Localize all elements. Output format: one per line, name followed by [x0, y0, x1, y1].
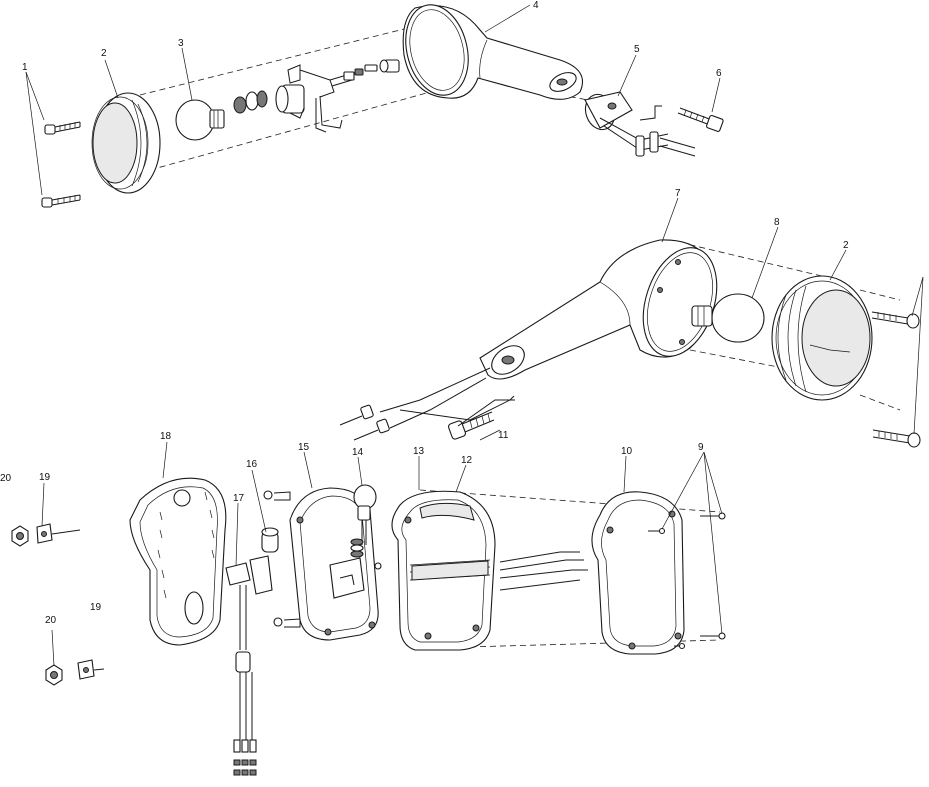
callout-20-upper: 20 [0, 473, 12, 484]
screw-part-9-c [700, 632, 726, 640]
callout-14: 14 [352, 447, 364, 458]
callout-19-upper: 19 [39, 472, 51, 483]
wire-leads-right [339, 367, 515, 441]
callout-12: 12 [461, 455, 473, 466]
bulb-part-8 [691, 293, 765, 343]
lens-part-13 [391, 490, 496, 651]
callout-8: 8 [774, 217, 780, 228]
bracket-wires [499, 551, 588, 591]
lens-part-2-upper [91, 92, 161, 194]
clip-part-19-upper [36, 523, 81, 544]
front-signal-assembly-left [41, 4, 724, 208]
callout-17: 17 [233, 493, 245, 504]
callout-15: 15 [298, 442, 310, 453]
clip-part-19-lower [77, 659, 105, 680]
callout-7: 7 [675, 188, 681, 199]
screw-part-1-right-top [871, 311, 920, 329]
callout-13: 13 [413, 446, 425, 457]
grommet-part-16 [261, 490, 301, 628]
cover-part-10 [591, 491, 685, 655]
callout-2-upper: 2 [101, 48, 107, 59]
screw-part-9-b [700, 512, 726, 520]
callout-19-lower: 19 [90, 602, 102, 613]
screw-part-1-right-bottom [872, 429, 921, 448]
callout-2-lower: 2 [843, 240, 849, 251]
callout-16: 16 [246, 459, 258, 470]
lens-part-2-lower [771, 275, 873, 401]
socket-bracket-assembly [233, 59, 400, 133]
base-part-15 [289, 487, 379, 641]
callout-1: 1 [22, 62, 28, 73]
nut-part-20-lower [45, 664, 63, 686]
callout-11: 11 [498, 430, 509, 441]
nut-part-20-upper [11, 525, 29, 547]
leader-lines [25, 4, 924, 667]
callout-3: 3 [178, 38, 184, 49]
callout-4: 4 [533, 0, 539, 11]
callout-10: 10 [621, 446, 633, 457]
bulb-part-14 [350, 484, 382, 570]
screw-part-9-d [674, 642, 686, 650]
housing-part-4 [402, 4, 584, 100]
wire-harness-part-17 [225, 555, 273, 776]
front-signal-assembly-right [339, 239, 921, 448]
screw-part-11 [447, 399, 515, 440]
screw-part-6 [677, 107, 724, 132]
callout-5: 5 [634, 44, 640, 55]
callout-labels: 1 2 3 4 5 6 7 8 2 11 18 20 19 16 15 14 1… [0, 0, 849, 626]
gasket-part-18 [129, 477, 227, 646]
callout-9: 9 [698, 442, 704, 453]
callout-18: 18 [160, 431, 172, 442]
housing-part-7 [479, 239, 718, 380]
screw-part-1-bottom [41, 194, 81, 208]
screw-part-1-top [44, 121, 81, 135]
mount-part-5 [584, 91, 696, 157]
callout-6: 6 [716, 68, 722, 79]
bulb-part-3 [175, 99, 225, 141]
tail-light-assembly [11, 477, 726, 776]
callout-20-lower: 20 [45, 615, 57, 626]
